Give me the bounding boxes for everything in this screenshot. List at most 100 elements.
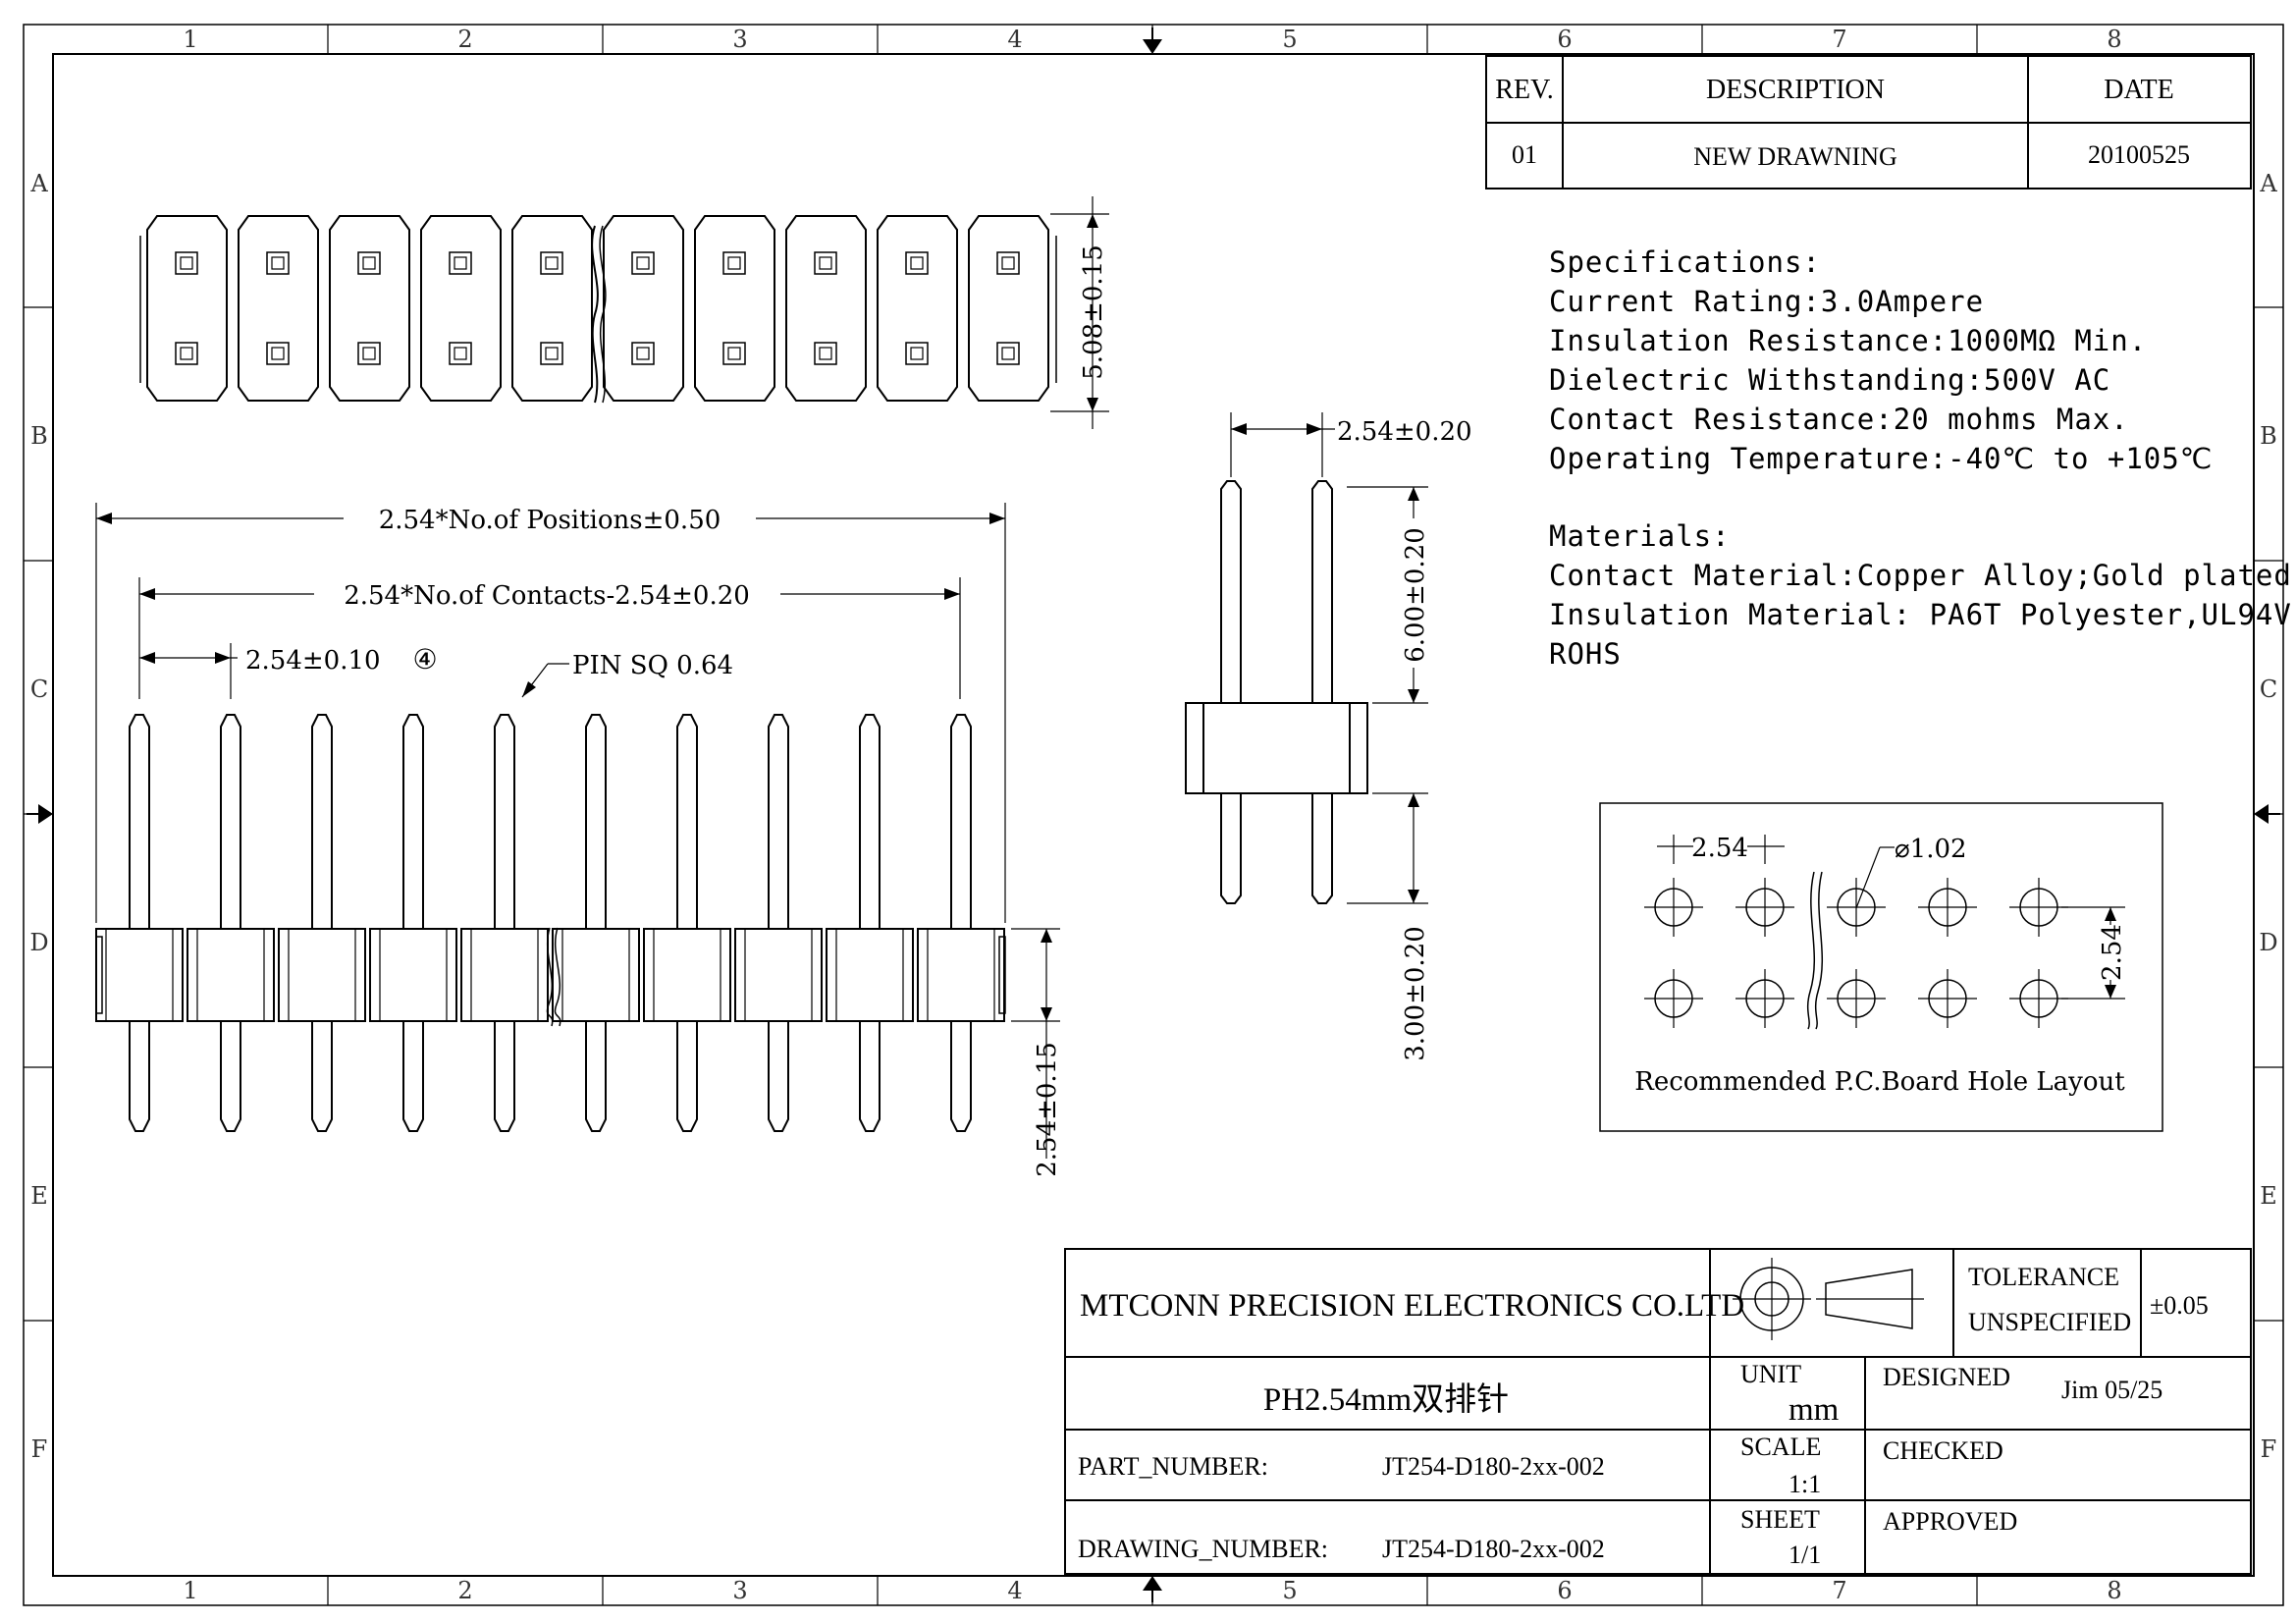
top-view-pin-square: [631, 342, 655, 365]
spec-contact-resistance: Contact Resistance:20 mohms Max.: [1549, 403, 2129, 436]
checked-label: CHECKED: [1883, 1436, 2003, 1465]
zone-col-8: 8: [2107, 26, 2121, 53]
part-number-label: PART_NUMBER:: [1078, 1452, 1268, 1481]
front-view-housing: [278, 928, 366, 1022]
zone-row-e-right: E: [2260, 1182, 2277, 1210]
zone-col-3: 3: [732, 26, 747, 53]
front-view-pin: [129, 714, 150, 1132]
top-view-pin-square-inner: [1001, 256, 1015, 270]
top-view-pin-square-inner: [180, 347, 193, 360]
top-view-pin-square: [722, 342, 746, 365]
front-view: 2.54*No.of Positions±0.50 2.54*No.of Con…: [95, 503, 1062, 1177]
front-view-pin: [676, 714, 698, 1132]
drawing-number-label: DRAWING_NUMBER:: [1078, 1535, 1328, 1563]
material-rohs: ROHS: [1549, 637, 1622, 671]
front-view-pin: [585, 714, 607, 1132]
front-view-pin: [950, 714, 972, 1132]
zone-col-7-bottom: 7: [1832, 1577, 1846, 1604]
top-view-pin-square: [449, 342, 472, 365]
centering-arrows: [27, 27, 2280, 1602]
top-view-cell: [420, 215, 502, 402]
top-view-pin-square: [905, 251, 929, 275]
top-view-pin-square: [357, 251, 381, 275]
zone-col-2-bottom: 2: [457, 1577, 472, 1604]
front-view-end-tab-right: [998, 936, 1006, 1014]
front-view-pin: [402, 714, 424, 1132]
tolerance-label-2: UNSPECIFIED: [1968, 1308, 2131, 1336]
dim-side-pitch: 2.54±0.20: [1337, 417, 1472, 447]
front-view-housing: [734, 928, 823, 1022]
rev-header: REV.: [1495, 75, 1553, 105]
zone-row-a-right: A: [2259, 170, 2277, 197]
unit-value: mm: [1789, 1392, 1840, 1428]
top-view-cell: [146, 215, 228, 402]
tolerance-value: ±0.05: [2150, 1291, 2209, 1320]
front-view-housing: [95, 928, 184, 1022]
top-view-pin-square: [266, 251, 290, 275]
unit-label: UNIT: [1740, 1360, 1801, 1388]
front-view-pin: [768, 714, 789, 1132]
front-view-pin: [859, 714, 881, 1132]
zone-row-c-right: C: [2260, 676, 2277, 703]
approved-label: APPROVED: [1883, 1507, 2017, 1536]
pcb-hole-diameter: ⌀1.02: [1895, 835, 1967, 864]
top-view-pin-square-inner: [1001, 347, 1015, 360]
product-name: PH2.54mm双排针: [1263, 1381, 1509, 1418]
top-view-pin-square-inner: [545, 347, 559, 360]
zone-row-b: B: [30, 422, 48, 450]
zone-col-2: 2: [457, 26, 472, 53]
top-view-pin-square-inner: [636, 256, 650, 270]
sheet-frame: 1 2 3 4 5 6 7 8 1 2 3 4 5 6 7 8 A B C D …: [23, 24, 2284, 1606]
top-view-cell: [329, 215, 410, 402]
zone-row-f: F: [31, 1435, 48, 1463]
top-view-pin-square: [175, 342, 198, 365]
top-view-cell: [877, 215, 958, 402]
designed-label: DESIGNED: [1883, 1363, 2010, 1391]
projection-symbol-icon: [1733, 1258, 1924, 1340]
top-view-pin-square: [722, 251, 746, 275]
pcb-layout-caption: Recommended P.C.Board Hole Layout: [1634, 1067, 2125, 1097]
zone-col-3-bottom: 3: [732, 1577, 747, 1604]
zone-col-6-bottom: 6: [1557, 1577, 1572, 1604]
scale-label: SCALE: [1740, 1433, 1821, 1461]
zone-row-c: C: [30, 676, 48, 703]
tolerance-label-1: TOLERANCE: [1968, 1263, 2119, 1291]
top-view-pin-square-inner: [362, 347, 376, 360]
top-view-pin-square: [996, 342, 1020, 365]
description-value: NEW DRAWNING: [1693, 142, 1897, 171]
pcb-hole-layout: 2.54 ⌀1.02 2.54 Recommended P.C.Board Ho…: [1599, 802, 2163, 1132]
top-view-pin-square-inner: [910, 347, 924, 360]
top-view-pin-square-inner: [362, 256, 376, 270]
top-view-pin-square-inner: [727, 256, 741, 270]
zone-col-6: 6: [1557, 26, 1572, 53]
scale-value: 1:1: [1789, 1470, 1821, 1498]
zone-col-7: 7: [1832, 26, 1846, 53]
front-view-housing: [826, 928, 914, 1022]
pcb-pitch-y: 2.54: [2098, 924, 2127, 981]
top-view-pin-square: [905, 342, 929, 365]
specifications-heading: Specifications:: [1549, 245, 1821, 279]
sheet-value: 1/1: [1789, 1541, 1821, 1569]
top-view-pin-square-inner: [727, 347, 741, 360]
front-view-pin: [220, 714, 241, 1132]
rev-value: 01: [1512, 140, 1537, 169]
spec-current-rating: Current Rating:3.0Ampere: [1549, 285, 1984, 318]
top-view-pin-square: [266, 342, 290, 365]
front-view-housing: [552, 928, 640, 1022]
side-view: 2.54±0.20 6.00±0.20 3.00±0.20: [1185, 412, 1472, 1061]
top-view-cell: [785, 215, 867, 402]
top-view-cell: [694, 215, 775, 402]
zone-row-e: E: [30, 1182, 48, 1210]
dim-contact-span: 2.54*No.of Contacts-2.54±0.20: [344, 581, 750, 611]
zone-col-4: 4: [1007, 26, 1022, 53]
top-view: 5.08±0.15: [139, 196, 1109, 429]
front-view-end-tab-left: [95, 936, 103, 1014]
top-view-pin-square: [357, 342, 381, 365]
date-header: DATE: [2104, 75, 2174, 105]
front-view-housing: [369, 928, 457, 1022]
top-view-pin-square: [996, 251, 1020, 275]
material-contact: Contact Material:Copper Alloy;Gold plate…: [1549, 559, 2292, 592]
dim-side-upper-pin: 6.00±0.20: [1401, 527, 1430, 663]
zone-col-8-bottom: 8: [2107, 1577, 2121, 1604]
